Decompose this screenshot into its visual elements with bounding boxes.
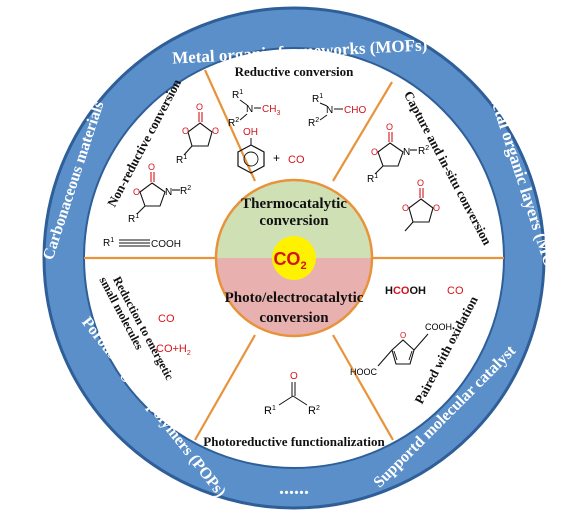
carb-right-ring — [408, 198, 434, 223]
ox-right-o-top: O — [386, 122, 393, 132]
ox-right-r1: R1 — [367, 173, 378, 185]
carb-right-o-top: O — [417, 178, 424, 188]
ketone-r1-bond — [278, 395, 294, 406]
phenol-oh: OH — [243, 127, 258, 138]
oxazolidinone-o-top: O — [148, 162, 155, 172]
ketone-o: O — [290, 371, 298, 382]
carb-right-o-left: O — [402, 203, 409, 213]
reductive-ch3: CH3 — [262, 104, 280, 117]
oxazolidinone-r1: R1 — [128, 213, 139, 225]
oxazolidinone-left — [136, 172, 180, 215]
amine-bond-1 — [239, 99, 248, 106]
sector-reductive: Reductive conversion R1 N CH3 R2 OH + CO… — [228, 64, 366, 174]
carbonate-upper-r1: R1 — [176, 154, 187, 166]
paired-hcooh: HCOOH — [385, 285, 426, 297]
carbonate-upper-o-right: O — [212, 126, 219, 136]
reduction-co: CO — [158, 313, 175, 325]
ketone-r2-bond — [292, 395, 308, 406]
ring-label-ellipsis: ...... — [279, 477, 309, 499]
divider-top-right — [332, 81, 393, 182]
reductive-n: N — [246, 104, 253, 115]
formamide-cho: CHO — [344, 105, 366, 116]
ketone-r1: R1 — [264, 405, 276, 417]
ox-right-o-left: O — [371, 147, 378, 157]
oxazolidinone-r1-bond — [136, 205, 146, 215]
center-photo-line1: Photo/electrocatalytic — [225, 290, 364, 306]
reductive-title: Reductive conversion — [235, 64, 355, 79]
reductive-r1: R1 — [232, 89, 243, 101]
center-photo-line2: conversion — [259, 310, 329, 326]
carb-right-o-right: O — [433, 203, 440, 213]
furan-hooc: HOOC — [350, 367, 378, 377]
divider-top-left — [203, 69, 257, 182]
carbonate-upper-sub — [183, 145, 193, 156]
furan-o: O — [400, 331, 406, 340]
oxazolidinone-ring — [139, 182, 166, 207]
ketone-r2: R2 — [308, 405, 320, 417]
co2-badge — [272, 236, 316, 280]
oxazolidinone-o-left: O — [133, 187, 140, 197]
paired-co: CO — [447, 285, 464, 297]
formamide-bond-3 — [319, 114, 328, 121]
carb-right-sub — [404, 221, 414, 232]
alkyne-triple-bond — [119, 239, 150, 247]
carbonate-upper-o-left: O — [182, 126, 189, 136]
ox-right-r2: R2 — [418, 145, 429, 157]
reductive-co: CO — [288, 154, 305, 166]
carbonate-upper-ring — [187, 122, 213, 147]
reductive-plus: + — [273, 151, 280, 165]
ox-right-r1-bond — [374, 165, 384, 175]
furan-cooh: COOH — [425, 322, 452, 332]
amine-bonds — [239, 99, 261, 121]
divider-bottom-right — [332, 334, 394, 441]
center-circle-outline — [214, 178, 374, 338]
ox-right-ring — [377, 142, 404, 167]
reductive-r2: R2 — [228, 117, 239, 129]
formamide-r2: R2 — [308, 117, 319, 129]
furan-ring — [391, 339, 415, 365]
formamide-bonds — [319, 102, 343, 121]
oxazolidinone-right — [374, 132, 417, 175]
photoreductive-title: Photoreductive functionalization — [203, 434, 385, 449]
amine-bond-3 — [239, 113, 248, 121]
oxazolidinone-n: N — [165, 187, 172, 198]
center-thermo-line2: conversion — [259, 213, 329, 229]
phenol-ring — [237, 144, 265, 174]
cyclic-carbonate-upper — [183, 112, 213, 156]
co2-label: CO2 — [273, 249, 306, 272]
sector-photoreductive: Photoreductive functionalization O R1 R2 — [203, 371, 385, 449]
alkyne-r1: R1 — [103, 237, 114, 249]
formamide-n: N — [326, 105, 333, 116]
furan-hooc-bond — [377, 349, 393, 367]
carbonate-right — [404, 188, 434, 232]
furan-cooh-bond — [413, 333, 429, 351]
furan-double-1 — [393, 350, 398, 361]
oxazolidinone-r2: R2 — [180, 185, 191, 197]
carbonate-upper-o-top: O — [196, 102, 203, 112]
sector-dividers — [84, 69, 504, 441]
center-thermo-line1: Thermocatalytic — [241, 196, 347, 212]
divider-bottom-left — [194, 334, 256, 441]
phenol-ring-inner — [243, 151, 259, 167]
formamide-bond-1 — [319, 102, 328, 107]
reduction-co-h2: CO+H2 — [156, 343, 191, 357]
alkyne-cooh: COOH — [151, 239, 181, 250]
ox-right-n: N — [403, 147, 410, 158]
furan-double-2 — [408, 350, 413, 361]
formamide-r1: R1 — [312, 93, 323, 105]
